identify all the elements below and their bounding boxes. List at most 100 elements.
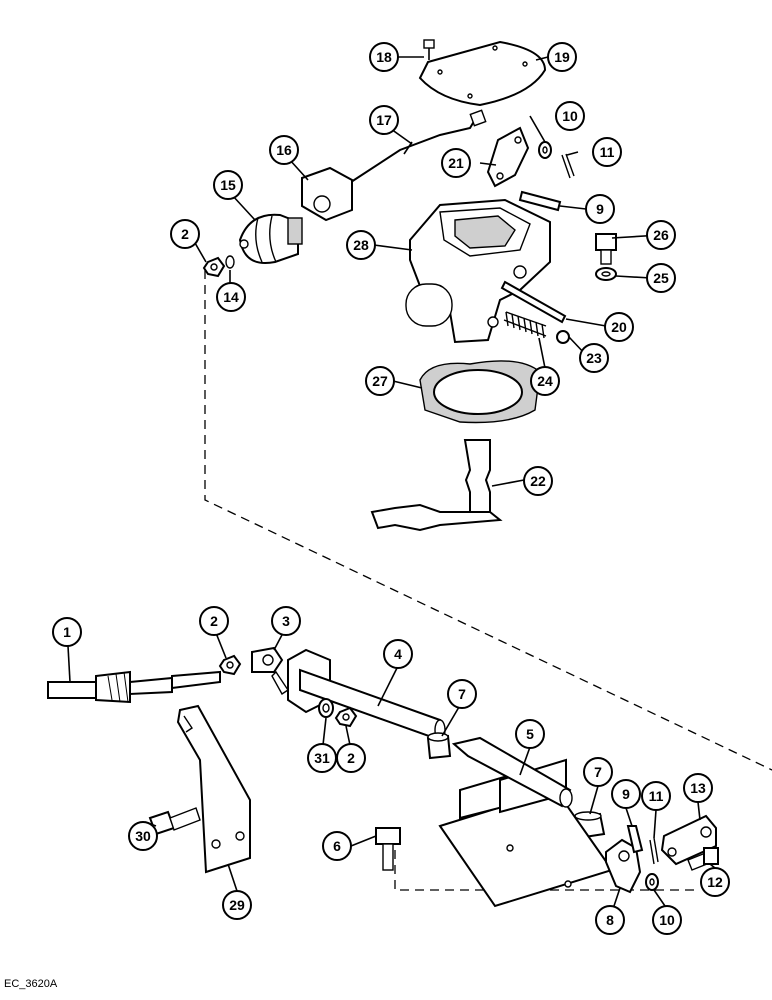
svg-text:19: 19 <box>554 49 570 65</box>
svg-text:16: 16 <box>276 142 292 158</box>
cotter-pin-lower <box>649 837 659 865</box>
callout-26: 26 <box>646 220 676 250</box>
callout-4: 4 <box>383 639 413 669</box>
svg-text:29: 29 <box>229 897 245 913</box>
callout-22: 22 <box>523 466 553 496</box>
bolt-30 <box>148 807 201 836</box>
svg-text:11: 11 <box>600 144 615 160</box>
callout-19: 19 <box>547 42 577 72</box>
detent-spring <box>503 311 547 339</box>
callout-25: 25 <box>646 263 676 293</box>
svg-text:11: 11 <box>649 788 664 804</box>
svg-text:23: 23 <box>586 350 602 366</box>
callout-2-lower: 2 <box>336 743 366 773</box>
svg-text:20: 20 <box>611 319 627 335</box>
svg-text:12: 12 <box>707 874 723 890</box>
detent-rod <box>500 280 567 324</box>
washer-31 <box>318 698 334 718</box>
nut-lower-left <box>218 654 242 676</box>
svg-text:3: 3 <box>282 613 290 629</box>
svg-text:17: 17 <box>376 112 392 128</box>
cross-shaft <box>287 648 446 742</box>
callout-18: 18 <box>369 42 399 72</box>
svg-text:2: 2 <box>210 613 218 629</box>
bushing-7-right <box>572 811 606 840</box>
washer-10-upper <box>538 141 552 159</box>
svg-text:2: 2 <box>347 750 355 766</box>
callout-11-lower: 11 <box>641 781 671 811</box>
callout-15: 15 <box>213 170 243 200</box>
svg-text:18: 18 <box>376 49 392 65</box>
callout-7-right: 7 <box>583 757 613 787</box>
linkage-rod <box>347 109 487 185</box>
rubber-boot <box>238 213 303 264</box>
svg-text:13: 13 <box>690 780 706 796</box>
washer-upper <box>225 255 235 269</box>
callout-7-left: 7 <box>447 679 477 709</box>
callout-10-lower: 10 <box>652 905 682 935</box>
svg-text:6: 6 <box>333 838 341 854</box>
svg-text:7: 7 <box>594 764 602 780</box>
callout-10-upper: 10 <box>555 101 585 131</box>
selector-housing <box>405 198 551 344</box>
svg-text:25: 25 <box>653 270 669 286</box>
leader-lines <box>67 56 716 907</box>
svg-text:24: 24 <box>537 373 553 389</box>
bolt-12 <box>687 847 719 871</box>
svg-text:9: 9 <box>596 201 604 217</box>
callout-14: 14 <box>216 282 246 312</box>
ball-joint <box>251 646 289 696</box>
callout-24: 24 <box>530 366 560 396</box>
svg-text:10: 10 <box>562 108 578 124</box>
callout-12: 12 <box>700 867 730 897</box>
control-cable <box>47 670 221 704</box>
screw <box>423 39 435 60</box>
shift-shaft <box>370 439 503 532</box>
callout-5: 5 <box>515 719 545 749</box>
callout-21: 21 <box>441 148 471 178</box>
nut-upper <box>202 256 226 278</box>
nut-lower-center <box>334 706 358 728</box>
callout-2-left: 2 <box>199 606 229 636</box>
svg-text:5: 5 <box>526 726 534 742</box>
callout-20: 20 <box>604 312 634 342</box>
svg-text:30: 30 <box>135 828 151 844</box>
clevis-block <box>301 166 353 222</box>
washer-25 <box>595 267 617 281</box>
svg-text:4: 4 <box>394 646 402 662</box>
svg-text:7: 7 <box>458 686 466 702</box>
selector-lever <box>486 126 530 188</box>
callout-2-upper: 2 <box>170 219 200 249</box>
svg-text:2: 2 <box>181 226 189 242</box>
svg-text:1: 1 <box>63 624 71 640</box>
svg-text:9: 9 <box>622 786 630 802</box>
svg-text:27: 27 <box>372 373 388 389</box>
callout-9-upper: 9 <box>585 194 615 224</box>
svg-text:8: 8 <box>606 912 614 928</box>
drawing-code: EC_3620A <box>4 978 58 990</box>
bolt-26 <box>595 233 617 265</box>
svg-text:28: 28 <box>353 237 369 253</box>
svg-text:31: 31 <box>314 750 330 766</box>
svg-text:26: 26 <box>653 227 669 243</box>
callout-3: 3 <box>271 606 301 636</box>
callout-27: 27 <box>365 366 395 396</box>
bushing-7-left <box>426 732 452 760</box>
clevis-13 <box>660 814 717 866</box>
callout-9-lower: 9 <box>611 779 641 809</box>
callout-13: 13 <box>683 773 713 803</box>
callout-30: 30 <box>128 821 158 851</box>
pin-9-lower <box>626 825 644 854</box>
callout-23: 23 <box>579 343 609 373</box>
bolt-6 <box>375 827 401 871</box>
svg-text:10: 10 <box>659 912 675 928</box>
pin-9-upper <box>518 190 562 212</box>
callout-1: 1 <box>52 617 82 647</box>
support-plate <box>176 704 251 874</box>
callout-6: 6 <box>322 831 352 861</box>
gasket <box>419 360 541 424</box>
callout-17: 17 <box>369 105 399 135</box>
callout-28: 28 <box>346 230 376 260</box>
svg-text:21: 21 <box>448 155 464 171</box>
